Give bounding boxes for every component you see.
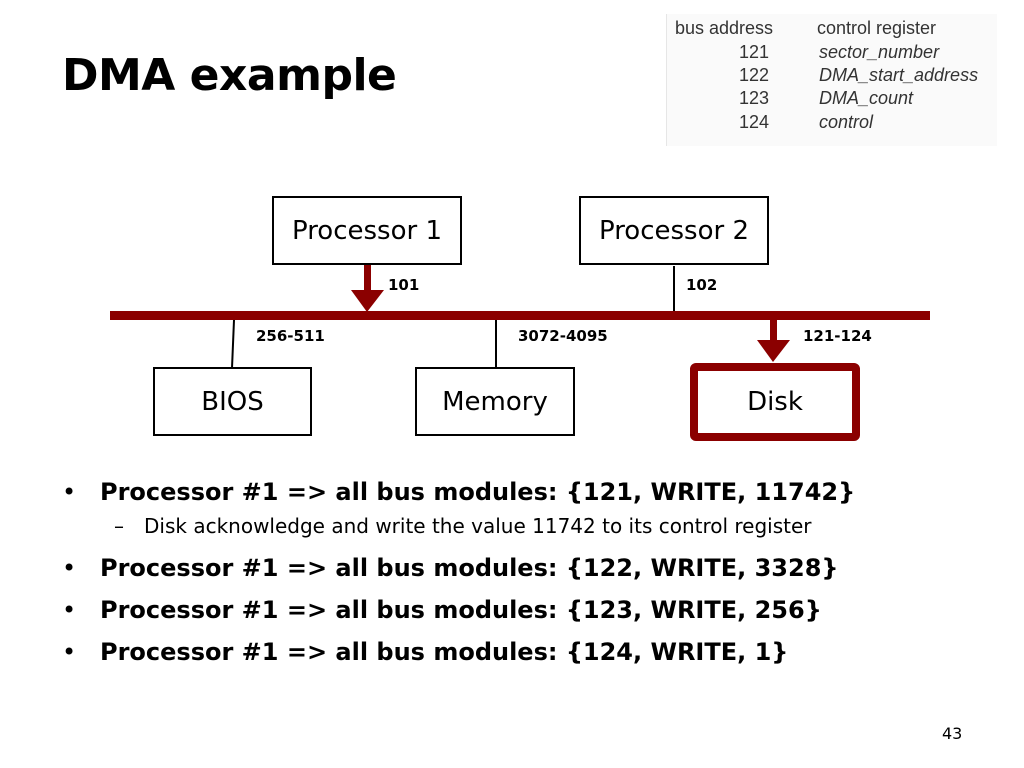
bios-label: BIOS (201, 386, 264, 417)
bullet-dot-icon: • (62, 638, 77, 666)
system-bus (110, 311, 930, 320)
bullet-text: Processor #1 => all bus modules: {122, W… (100, 554, 839, 582)
page-number: 43 (942, 724, 963, 743)
register-address: 122 (739, 65, 770, 85)
bullet-item: • Processor #1 => all bus modules: {122,… (62, 554, 962, 582)
bullet-item: • Processor #1 => all bus modules: {121,… (62, 478, 962, 506)
bullet-item: • Processor #1 => all bus modules: {123,… (62, 596, 962, 624)
disk-arrow-head (757, 340, 790, 362)
disk-address-range: 121-124 (803, 327, 872, 345)
bullet-item: • Processor #1 => all bus modules: {124,… (62, 638, 962, 666)
bullet-text: Processor #1 => all bus modules: {124, W… (100, 638, 789, 666)
register-name: DMA_count (819, 88, 914, 108)
bullet-dot-icon: • (62, 478, 77, 506)
memory-address-range: 3072-4095 (518, 327, 608, 345)
memory-label: Memory (442, 386, 548, 417)
register-address: 124 (739, 112, 770, 132)
register-address: 123 (739, 88, 770, 108)
register-name: sector_number (819, 42, 940, 62)
bullet-text: Processor #1 => all bus modules: {123, W… (100, 596, 822, 624)
bios-connector (231, 319, 235, 369)
processor1-arrow-head (351, 290, 384, 312)
register-name: DMA_start_address (819, 65, 979, 85)
register-address: 121 (739, 42, 770, 62)
disk-box: Disk (690, 363, 860, 441)
memory-box: Memory (415, 367, 575, 436)
processor1-address: 101 (388, 276, 420, 294)
bullet-list: • Processor #1 => all bus modules: {121,… (62, 478, 962, 680)
sub-bullet-item: – Disk acknowledge and write the value 1… (62, 514, 962, 538)
disk-label: Disk (747, 387, 803, 417)
bullet-dot-icon: • (62, 554, 77, 582)
bios-box: BIOS (153, 367, 312, 436)
sub-bullet-text: Disk acknowledge and write the value 117… (144, 514, 812, 538)
processor1-label: Processor 1 (291, 215, 443, 246)
processor2-box: Processor 2 (579, 196, 769, 265)
processor2-address: 102 (686, 276, 718, 294)
sub-bullet-dash-icon: – (114, 514, 124, 538)
processor1-box: Processor 1 (272, 196, 462, 265)
bullet-text: Processor #1 => all bus modules: {121, W… (100, 478, 856, 506)
processor2-label: Processor 2 (598, 215, 750, 246)
register-table: bus address control register 121 sector_… (666, 14, 997, 146)
bullet-dot-icon: • (62, 596, 77, 624)
register-name: control (819, 112, 874, 132)
slide-title: DMA example (62, 50, 397, 101)
disk-arrow-shaft (770, 320, 777, 342)
processor1-arrow-shaft (364, 264, 371, 292)
header-control-register: control register (817, 18, 937, 38)
bios-address-range: 256-511 (256, 327, 325, 345)
header-bus-address: bus address (675, 18, 774, 38)
